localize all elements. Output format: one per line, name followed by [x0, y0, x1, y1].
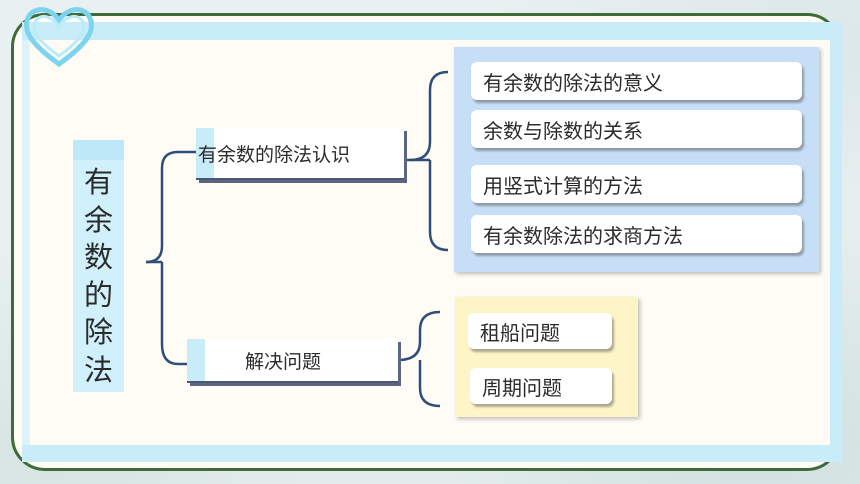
branch-node-problems: 解决问题	[187, 339, 398, 383]
branch-node-label: 解决问题	[245, 350, 322, 373]
heart-ribbon-icon	[24, 7, 94, 68]
branch-node-tab	[196, 128, 214, 178]
root-node-label: 有余数的除法	[83, 165, 113, 387]
leaf-node: 余数与除数的关系	[471, 110, 802, 148]
root-node: 有余数的除法	[73, 140, 124, 392]
branch-node-recognition: 有余数的除法认识	[196, 128, 404, 180]
leaf-node: 周期问题	[470, 368, 612, 404]
bottom-band	[22, 445, 838, 462]
top-band	[22, 22, 838, 40]
leaf-node: 有余数除法的求商方法	[471, 215, 802, 253]
branch-node-tab	[187, 339, 205, 381]
left-band	[22, 40, 30, 445]
leaf-node: 用竖式计算的方法	[471, 165, 802, 203]
branch-node-label: 有余数的除法认识	[198, 143, 351, 166]
root-node-cap	[73, 140, 124, 160]
leaf-node: 租船问题	[468, 313, 612, 349]
right-band	[830, 22, 842, 462]
leaf-node: 有余数的除法的意义	[471, 62, 802, 100]
